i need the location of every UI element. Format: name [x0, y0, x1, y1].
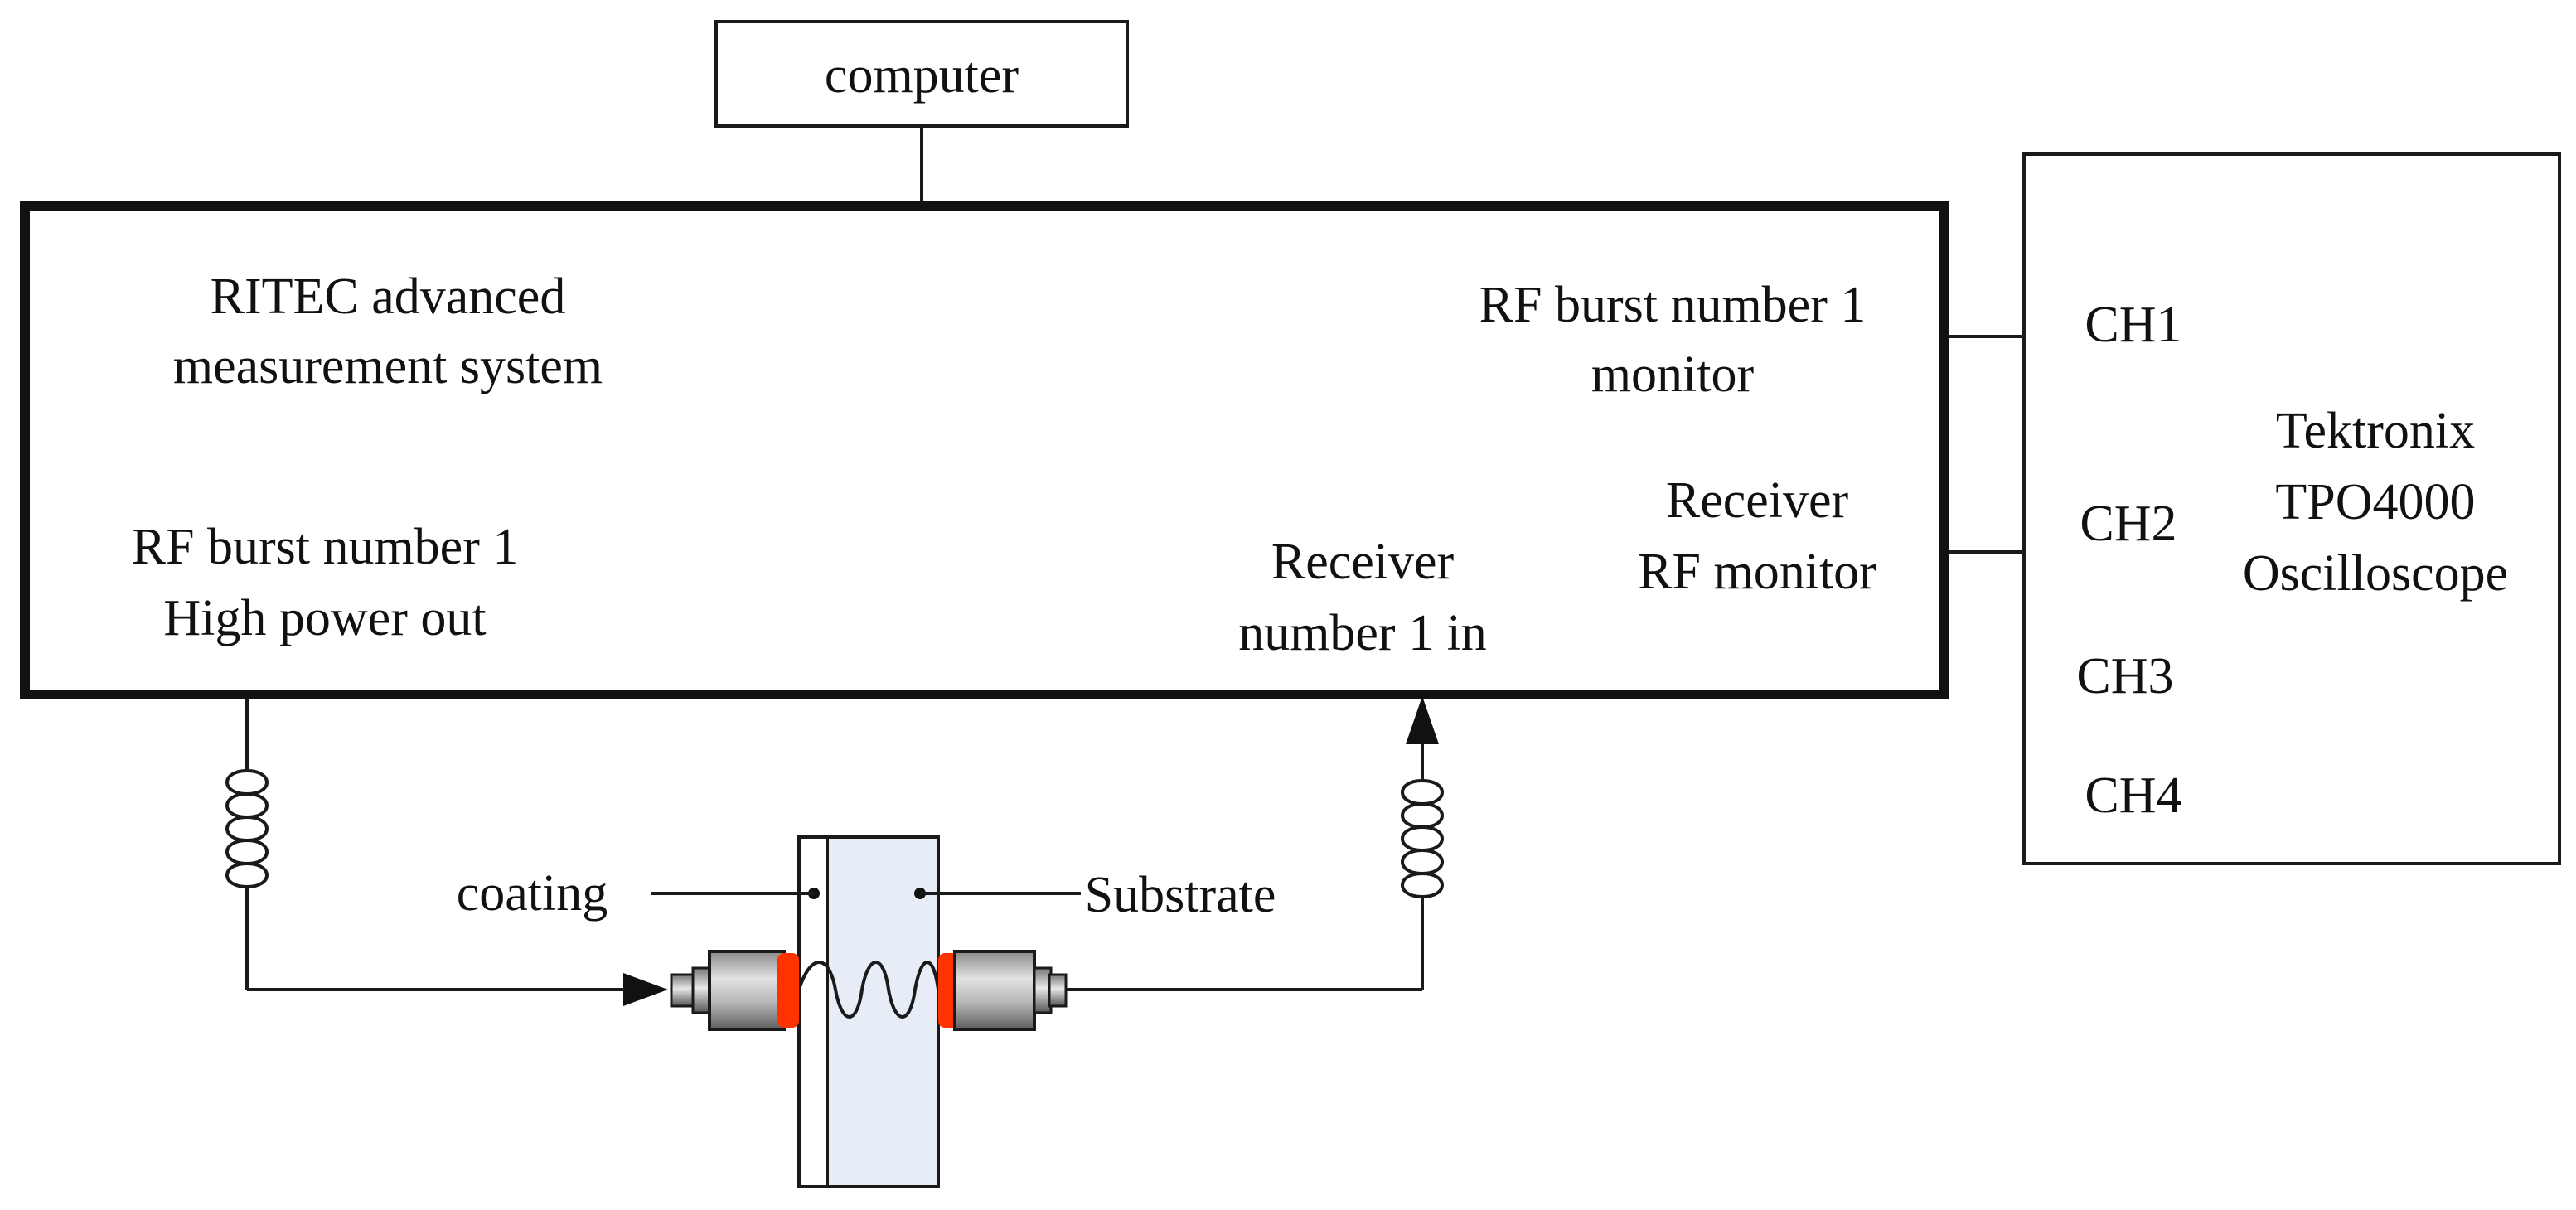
ritec-title-line2: measurement system [173, 338, 603, 394]
receive-cable-coil [1401, 779, 1444, 899]
channel-ch4: CH4 [2085, 767, 2181, 824]
receiver-in-label-line2: number 1 in [1238, 605, 1487, 661]
receiver-monitor-label-line1: Receiver [1666, 472, 1849, 529]
ritec-system-box: RITEC advanced measurement system RF bur… [20, 201, 1949, 699]
receiver-monitor-label-line2: RF monitor [1638, 544, 1876, 600]
sample: coating Substrate [457, 835, 1276, 1188]
oscilloscope-name-line3: Oscilloscope [2243, 545, 2508, 602]
rf-monitor-label-line1: RF burst number 1 [1479, 277, 1867, 333]
transmit-arrow-head [623, 973, 668, 1006]
rf-out-label-line2: High power out [163, 590, 486, 646]
channel-ch3: CH3 [2076, 648, 2173, 704]
acoustic-wave [797, 961, 940, 1019]
ritec-title-line1: RITEC advanced [211, 269, 566, 325]
rf-monitor-label-line2: monitor [1591, 346, 1755, 403]
oscilloscope-name-line1: Tektronix [2276, 403, 2475, 459]
receiver-in-label-line1: Receiver [1271, 534, 1455, 590]
transmit-cable-coil [225, 769, 269, 889]
transmitter-contact [777, 953, 799, 1028]
transmit-cable [225, 699, 668, 1006]
computer-label: computer [825, 47, 1019, 104]
computer-box: computer [714, 20, 1129, 128]
channel-ch2: CH2 [2080, 496, 2177, 552]
rf-out-label-line1: RF burst number 1 [132, 519, 519, 575]
receiver-transducer [938, 950, 1068, 1031]
transmitter-transducer [670, 950, 799, 1031]
oscilloscope-name-line2: TPO4000 [2275, 474, 2475, 530]
receive-arrow-head [1406, 696, 1439, 744]
receive-cable [1061, 696, 1444, 991]
substrate-label: Substrate [1085, 867, 1276, 923]
coating-label: coating [457, 865, 608, 922]
channel-ch1: CH1 [2085, 297, 2181, 353]
oscilloscope-box: CH1 CH2 CH3 CH4 Tektronix TPO4000 Oscill… [2022, 152, 2561, 865]
